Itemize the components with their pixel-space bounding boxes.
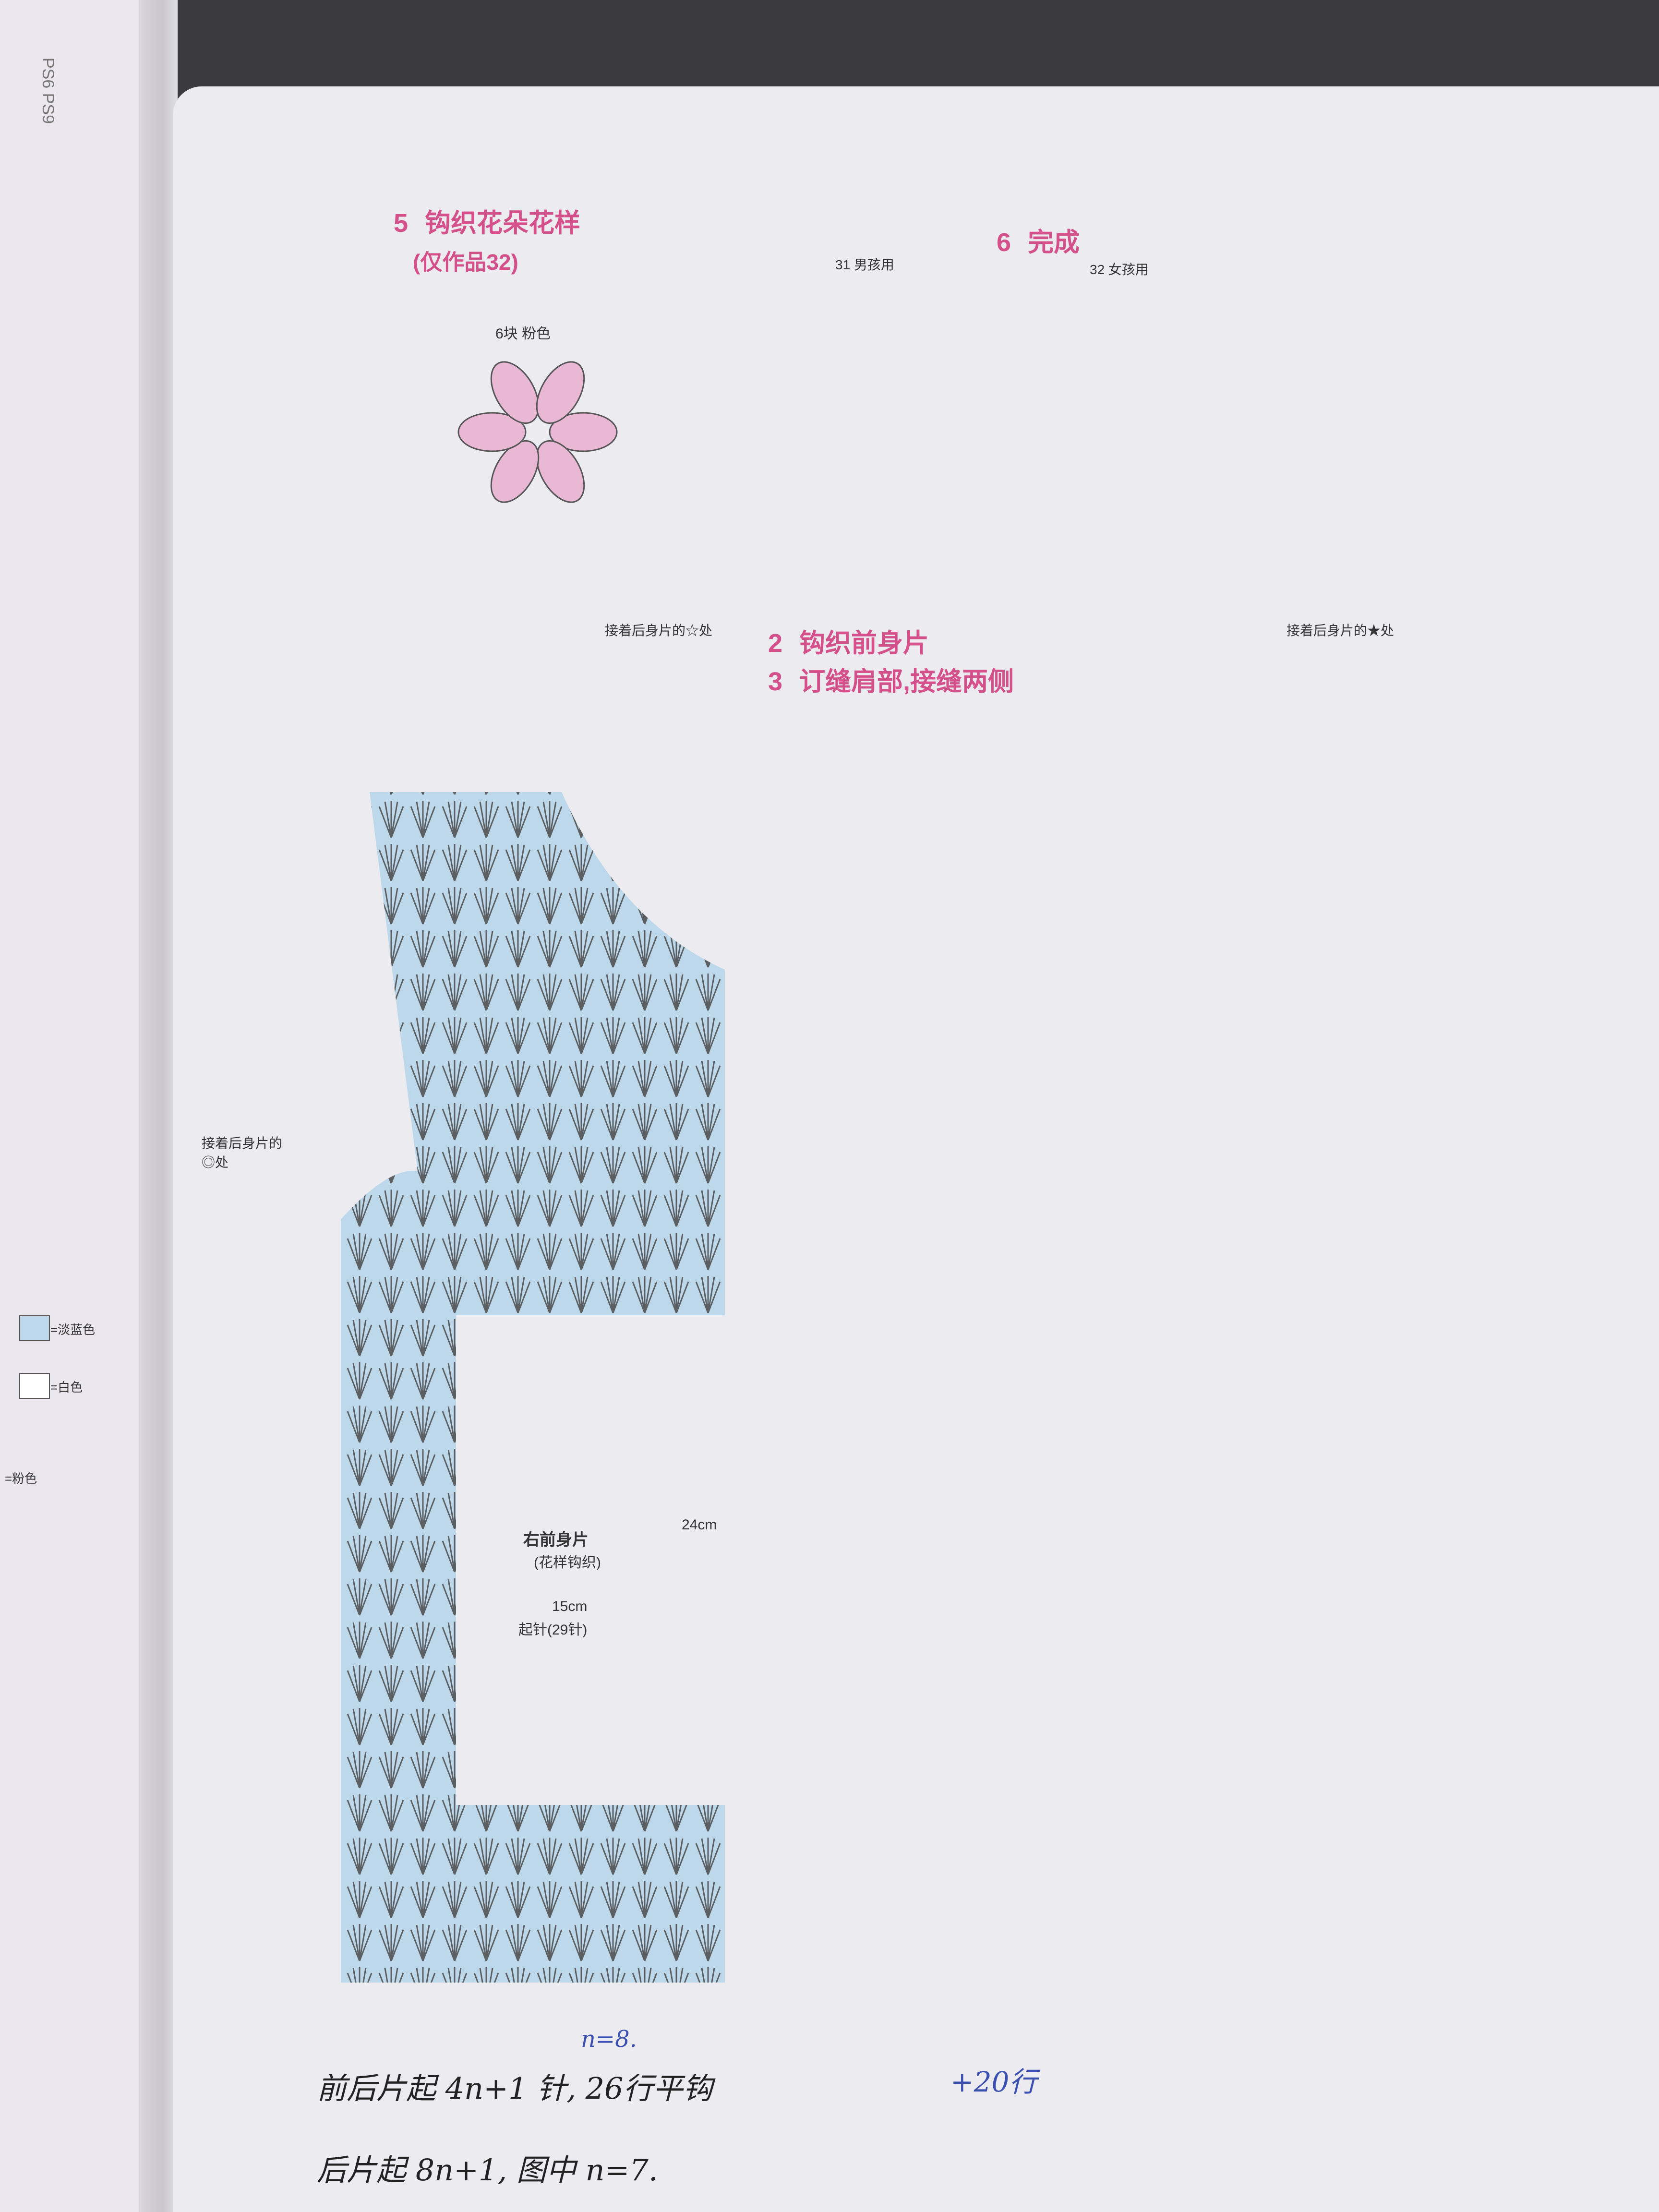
boy-vest-label: 31 男孩用	[835, 257, 894, 272]
right-front-title: 右前身片	[523, 1531, 589, 1549]
section-2-heading: 2 钩织前身片	[768, 622, 929, 660]
join-back-circle-note: 接着后身片的◎处	[202, 1136, 283, 1170]
right-front-inner-schematic-bg	[456, 1315, 758, 1805]
right-front-width: 15cm	[552, 1599, 588, 1614]
book-gutter	[139, 0, 178, 2212]
flower-motif-diagram	[457, 361, 618, 503]
legend-white-swatch	[19, 1373, 50, 1399]
flower-petal	[457, 412, 527, 452]
previous-page: PS6 PS9 =淡蓝色 =白色 =粉色	[0, 0, 144, 2212]
pattern-page: 5 钩织花朵花样 (仅作品32) 6块 粉色 6 完成 31 男孩用 32 女孩…	[173, 86, 1659, 2212]
right-front-chart	[341, 792, 758, 1983]
section-5-subtitle: (仅作品32)	[413, 250, 518, 275]
flower-petal	[536, 361, 585, 424]
join-back-left-note: 接着后身片的☆处	[605, 623, 713, 638]
flower-petal	[549, 412, 618, 452]
legend-white-label: =白色	[50, 1380, 83, 1395]
page-edge-text: PS6 PS9	[39, 58, 57, 124]
flower-note: 6块 粉色	[495, 326, 551, 342]
right-front-height: 24cm	[682, 1517, 717, 1533]
flower-petal	[536, 440, 585, 503]
handwritten-plus: +20行	[950, 2066, 1037, 2098]
join-back-right-note: 接着后身片的★处	[1286, 623, 1395, 638]
section-5-title: 钩织花朵花样	[425, 209, 581, 238]
section-5-number: 5	[394, 209, 409, 238]
legend-pink-label: =粉色	[5, 1471, 37, 1486]
section-2-title: 钩织前身片	[799, 629, 929, 658]
flower-petal	[490, 440, 540, 503]
legend-blue-label: =淡蓝色	[50, 1322, 96, 1337]
right-front-subtitle: (花样钩织)	[534, 1555, 601, 1571]
legend-blue-swatch	[19, 1315, 50, 1341]
right-front-start: 起针(29针)	[518, 1622, 588, 1638]
section-3-heading: 3 订缝肩部,接缝两侧	[768, 660, 1014, 698]
section-5-heading: 5 钩织花朵花样	[394, 202, 580, 240]
section-3-number: 3	[768, 667, 783, 696]
handwritten-line-2: 后片起 8n+1, 图中 n=7.	[317, 2152, 658, 2188]
section-6-title: 完成	[1028, 228, 1080, 257]
section-6-heading: 6 完成	[997, 221, 1080, 259]
girl-vest-label: 32 女孩用	[1090, 262, 1149, 277]
section-2-number: 2	[768, 629, 783, 658]
handwritten-line-1: 前后片起 4n+1 针, 26行平钩	[317, 2071, 713, 2106]
section-3-title: 订缝肩部,接缝两侧	[799, 667, 1014, 696]
section-6-number: 6	[997, 228, 1011, 257]
handwritten-n: n=8.	[581, 2026, 637, 2053]
flower-petal	[490, 361, 540, 424]
